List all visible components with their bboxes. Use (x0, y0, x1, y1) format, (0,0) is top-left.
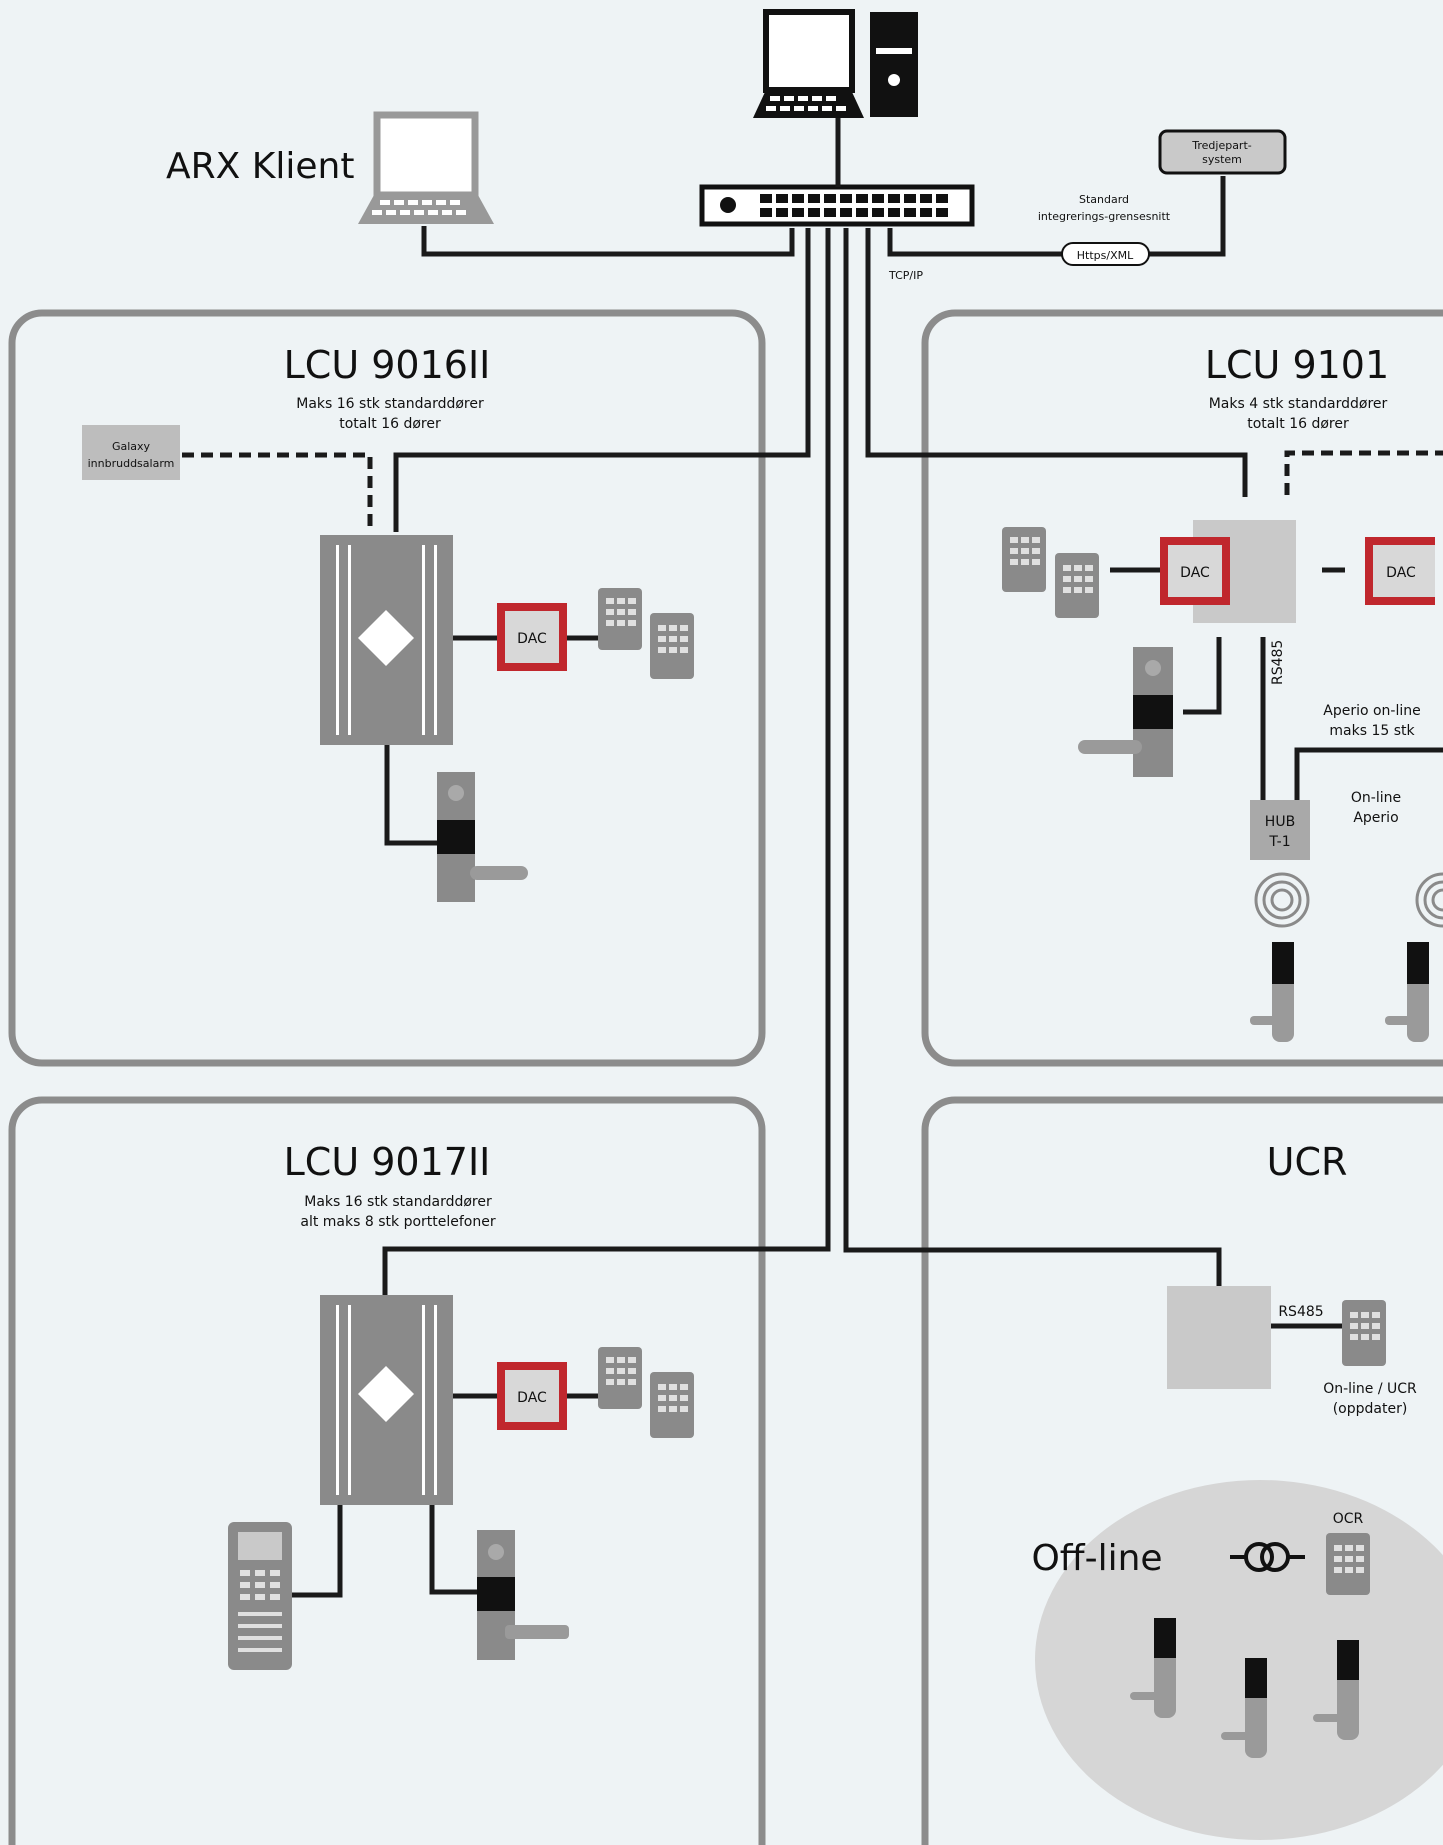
aperio-line1: Aperio on-line (1323, 703, 1421, 719)
third-party-line2: system (1202, 153, 1242, 166)
lcu9017-dac-label: DAC (517, 1390, 547, 1406)
network-label: TCP/IP (888, 269, 923, 282)
lcu9016-title: LCU 9016II (284, 343, 491, 387)
hub-box (1250, 800, 1310, 860)
link-lcu9017 (382, 228, 831, 1296)
network-switch-icon (699, 184, 975, 227)
ucr-title: UCR (1267, 1140, 1348, 1184)
lcu9016-door-lock-icon (437, 772, 528, 902)
wireless-signal-icon (1254, 872, 1310, 928)
lcu9101-desc-line2: totalt 16 dører (1247, 416, 1349, 432)
offline-link-icon (1230, 1542, 1305, 1572)
online-line2: Aperio (1353, 810, 1398, 826)
aperio-lock-icon-2 (1385, 942, 1429, 1042)
wireless-signal-icon-2 (1415, 872, 1443, 928)
lcu9017-controller-icon (320, 1295, 453, 1505)
ucr-controller (1167, 1286, 1271, 1389)
lcu9016-desc-line2: totalt 16 dører (339, 416, 441, 432)
lcu9016-controller-icon (320, 535, 453, 745)
aperio-lock-icon (1250, 942, 1294, 1042)
lcu9016-lock-link (384, 745, 437, 846)
ucr-rs485-label: RS485 (1278, 1304, 1323, 1320)
online-line1: On-line (1351, 790, 1401, 806)
lcu9101-rs485-label: RS485 (1270, 640, 1286, 685)
alarm-line2: innbruddsalarm (88, 457, 175, 470)
offline-lock-icon-2 (1221, 1658, 1267, 1758)
aperio-line2: maks 15 stk (1329, 723, 1415, 739)
link-ucr (843, 228, 1222, 1290)
offline-lock-icon-3 (1313, 1640, 1359, 1740)
lcu9101-dashed-link (1284, 450, 1443, 495)
lcu9101-dac-label: DAC (1180, 565, 1210, 581)
lcu9101-lock-link (1183, 637, 1222, 715)
lcu9101-title: LCU 9101 (1205, 343, 1389, 387)
alarm-box (82, 425, 180, 480)
lcu9016-desc-line1: Maks 16 stk standarddører (296, 396, 484, 412)
lcu9017-desc-line1: Maks 16 stk standarddører (304, 1194, 492, 1210)
lcu9101-door-lock-icon (1078, 647, 1173, 777)
ucr-online-line2: (oppdater) (1333, 1401, 1408, 1417)
door-intercom-icon (228, 1522, 292, 1670)
link-third-party (887, 176, 1226, 257)
protocol-badge (1061, 242, 1150, 266)
alarm-line1: Galaxy (112, 440, 151, 453)
hub-line1: HUB (1265, 814, 1295, 830)
ocr-reader-icon (1326, 1533, 1370, 1595)
lcu9101-keypad-icon (1002, 527, 1099, 618)
ucr-reader-icon (1342, 1300, 1386, 1366)
laptop-switch-link (421, 226, 795, 257)
lcu9017-desc-line2: alt maks 8 stk porttelefoner (300, 1214, 495, 1230)
laptop-icon (358, 111, 494, 224)
intercom-link (292, 1505, 343, 1598)
lcu9016-keypad-icon (598, 588, 694, 679)
hub-line2: T-1 (1268, 834, 1290, 850)
lcu9017-lock-link (429, 1505, 477, 1595)
lcu9017-title: LCU 9017II (284, 1140, 491, 1184)
aperio-link (1294, 747, 1443, 800)
third-party-box (1158, 129, 1287, 175)
lcu9017-door-lock-icon (477, 1530, 569, 1660)
lcu9101-dac2-label: DAC (1386, 565, 1416, 581)
server-computer-icon (753, 9, 918, 118)
panel-lcu9101 (921, 309, 1443, 1067)
lcu9017-keypad-icon (598, 1347, 694, 1438)
client-label: ARX Klient (166, 146, 354, 187)
integration-line2: integrerings-grensesnitt (1038, 210, 1171, 223)
offline-label: Off-line (1031, 1538, 1162, 1579)
ucr-online-line1: On-line / UCR (1323, 1381, 1417, 1397)
lcu9101-desc-line1: Maks 4 stk standarddører (1209, 396, 1388, 412)
integration-line1: Standard (1079, 193, 1129, 206)
lcu9016-dac-label: DAC (517, 631, 547, 647)
link-lcu9016 (393, 228, 811, 532)
protocol-label: Https/XML (1077, 249, 1134, 262)
link-lcu9101 (865, 228, 1248, 497)
alarm-link (182, 452, 373, 532)
third-party-line1: Tredjepart- (1191, 139, 1252, 152)
ocr-label: OCR (1333, 1511, 1364, 1527)
offline-lock-icon (1130, 1618, 1176, 1718)
